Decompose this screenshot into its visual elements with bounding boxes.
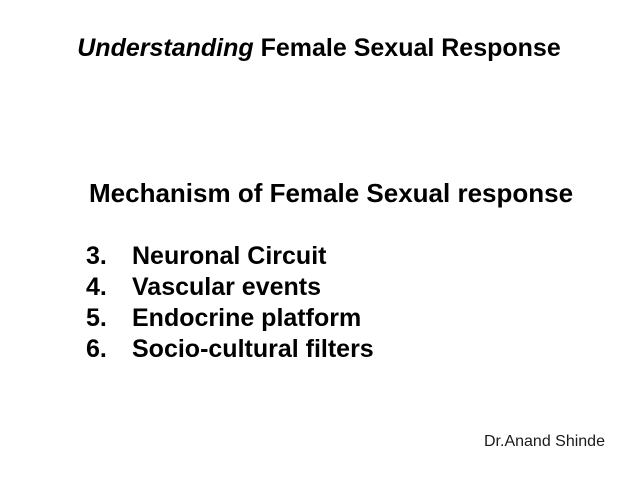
list-item-marker: 6. — [86, 335, 107, 363]
list-item: 6. Socio-cultural filters — [86, 334, 374, 365]
list-item-label: Vascular events — [132, 273, 322, 301]
list-item: 5. Endocrine platform — [86, 303, 374, 334]
list-item: 4. Vascular events — [86, 272, 374, 303]
list-item-label: Neuronal Circuit — [132, 242, 327, 270]
list-item-label: Socio-cultural filters — [132, 335, 374, 363]
section-heading: Mechanism of Female Sexual response — [89, 178, 574, 208]
numbered-list: 3. Neuronal Circuit 4. Vascular events 5. E… — [86, 241, 374, 365]
list-item-marker: 3. — [86, 242, 107, 270]
list-item-label: Endocrine platform — [132, 304, 362, 332]
list-item: 3. Neuronal Circuit — [86, 241, 374, 272]
page-title-emphasis: Understanding — [77, 34, 254, 62]
page-title-rest: Female Sexual Response — [253, 34, 561, 62]
list-item-marker: 4. — [86, 273, 107, 301]
page-title: Understanding Female Sexual Response — [0, 33, 638, 63]
list-item-marker: 5. — [86, 304, 107, 332]
author-credit: Dr.Anand Shinde — [484, 433, 605, 450]
